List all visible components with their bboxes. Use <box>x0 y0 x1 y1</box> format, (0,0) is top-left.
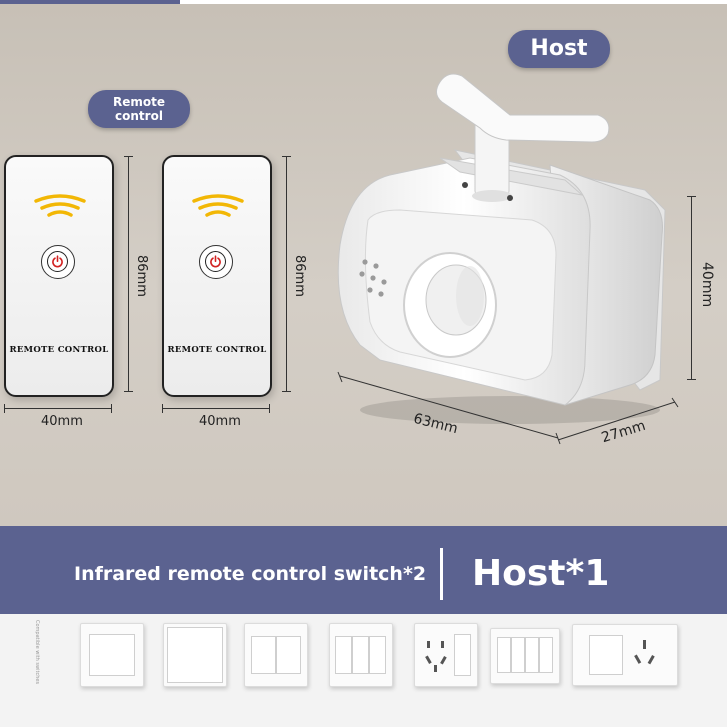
dim-line-vertical <box>691 196 692 380</box>
dim-cap <box>687 196 696 197</box>
switch-key <box>167 627 223 683</box>
dim-cap <box>282 156 291 157</box>
compat-note: Compatible with switches <box>34 620 40 685</box>
dim-line-vertical <box>128 156 129 392</box>
package-banner <box>0 526 727 614</box>
switch-panel-socket <box>414 623 478 687</box>
remote-1-width-dim: 40mm <box>41 414 83 429</box>
dim-cap <box>687 379 696 380</box>
remote-control-pill: Remote control <box>88 90 190 128</box>
remote-label: REMOTE CONTROL <box>9 345 109 355</box>
remote-1-height-dim: 86mm <box>134 255 149 297</box>
remote-control-2: REMOTE CONTROL <box>162 155 272 397</box>
switch-panel-3gang <box>329 623 393 687</box>
remote-pill-line1: Remote <box>112 95 165 109</box>
dim-cap <box>4 404 5 413</box>
remote-pill-line2: control <box>115 109 163 123</box>
dim-cap <box>269 404 270 413</box>
switch-key <box>511 637 525 673</box>
power-button <box>41 245 75 279</box>
speaker-holes <box>359 259 387 297</box>
switch-panel-1gang <box>80 623 144 687</box>
dim-cap <box>282 391 291 392</box>
switch-key <box>369 636 386 674</box>
dim-cap <box>124 156 133 157</box>
host-device <box>337 73 666 424</box>
dim-cap <box>124 391 133 392</box>
switch-key <box>352 636 369 674</box>
switch-key <box>525 637 539 673</box>
host-pill: Host <box>508 30 610 68</box>
switch-panel-4gang <box>490 628 560 684</box>
dim-cap <box>111 404 112 413</box>
host-height-dim: 40mm <box>699 262 715 308</box>
switch-panel-blank <box>163 623 227 687</box>
host-dim-lines <box>337 371 679 445</box>
switch-panel-combo <box>572 624 678 686</box>
switch-key <box>589 635 623 675</box>
switch-key <box>89 634 135 676</box>
switch-key <box>251 636 276 674</box>
dim-cap <box>162 404 163 413</box>
power-icon <box>210 255 221 268</box>
remote-label: REMOTE CONTROL <box>167 345 267 355</box>
banner-left-text: Infrared remote control switch*2 <box>74 563 427 585</box>
banner-separator <box>440 548 443 600</box>
switch-panel-2gang <box>244 623 308 687</box>
switch-key <box>335 636 352 674</box>
signal-waves-icon <box>34 194 86 217</box>
power-icon <box>52 255 63 268</box>
dim-line-vertical <box>286 156 287 392</box>
socket-outlet-icon <box>425 641 447 672</box>
dim-line-horizontal <box>4 408 112 409</box>
signal-waves-icon <box>192 194 244 217</box>
remote-2-height-dim: 86mm <box>292 255 307 297</box>
top-edge-accent <box>0 0 180 4</box>
remote-control-1: REMOTE CONTROL <box>4 155 114 397</box>
power-button <box>199 245 233 279</box>
socket-outlet-icon <box>634 640 655 665</box>
banner-right-text: Host*1 <box>472 553 610 594</box>
switch-key <box>276 636 301 674</box>
top-edge <box>0 0 727 4</box>
switch-key <box>454 634 471 676</box>
switch-key <box>497 637 511 673</box>
remote-2-width-dim: 40mm <box>199 414 241 429</box>
switch-key <box>539 637 553 673</box>
dim-line-horizontal <box>162 408 270 409</box>
